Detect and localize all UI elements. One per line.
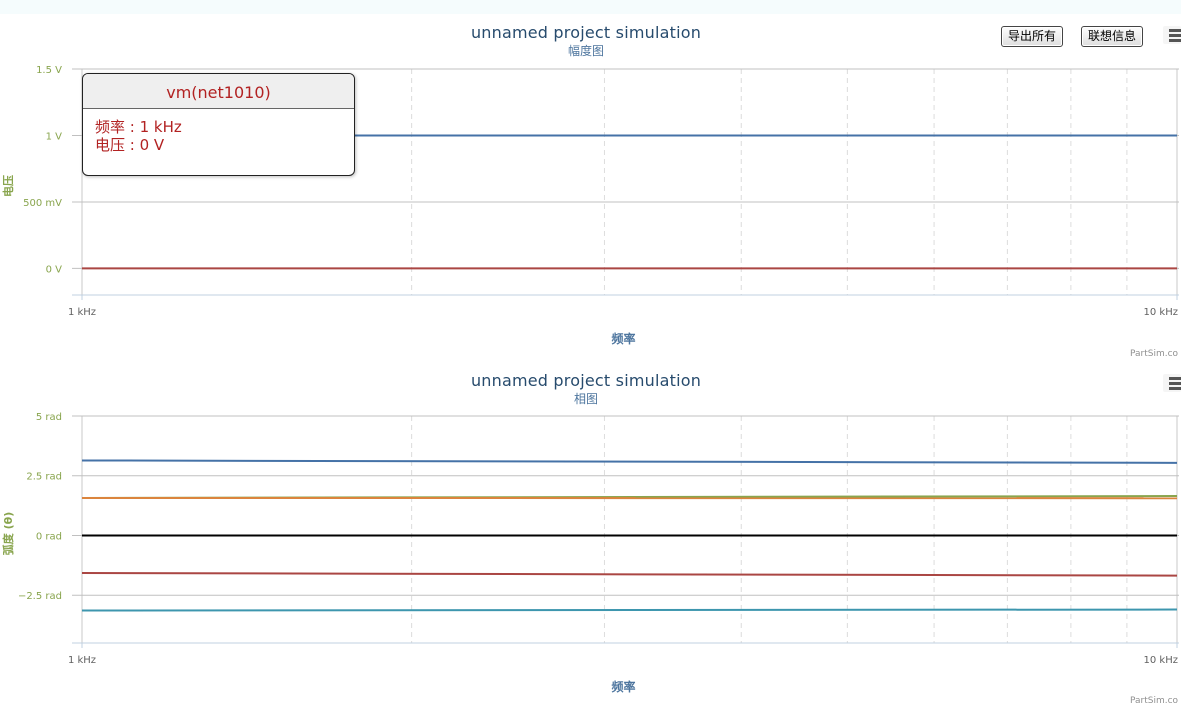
credits-link[interactable]: PartSim.co	[1130, 349, 1178, 359]
y-tick-label: −2.5 rad	[18, 591, 62, 602]
y-tick-label: 2.5 rad	[26, 472, 62, 483]
tooltip-volt-label: 电压	[95, 136, 125, 154]
tooltip-volt-value: 0 V	[140, 136, 165, 154]
x-tick-label: 1 kHz	[68, 307, 96, 318]
tooltip-freq-value: 1 kHz	[140, 118, 182, 136]
y-axis-title: 弧度 (θ)	[1, 512, 15, 555]
amplitude-chart-panel: unnamed project simulation 幅度图 导出所有 联想信息…	[0, 14, 1181, 362]
tooltip-freq-label: 频率	[95, 118, 125, 136]
y-tick-label: 500 mV	[23, 198, 62, 209]
series-line	[82, 610, 1177, 611]
y-tick-label: 5 rad	[36, 412, 62, 423]
y-tick-label: 1 V	[46, 131, 63, 142]
series-line	[82, 573, 1177, 576]
y-axis-title: 电压	[1, 175, 15, 197]
x-tick-label: 10 kHz	[1144, 307, 1178, 318]
phase-chart-svg: −2.5 rad 0 rad 2.5 rad 5 rad 1 kHz 10 kHz 频率 弧度…	[0, 362, 1181, 701]
y-tick-label: 1.5 V	[36, 65, 62, 76]
x-axis-title: 频率	[611, 331, 635, 346]
series-line	[82, 460, 1177, 462]
tooltip-series-name: vm(net1010)	[83, 74, 354, 109]
tooltip: vm(net1010) 频率 : 1 kHz 电压 : 0 V	[82, 73, 355, 176]
x-axis-title: 频率	[611, 679, 635, 694]
x-tick-label: 10 kHz	[1144, 655, 1178, 666]
x-tick-label: 1 kHz	[68, 655, 96, 666]
y-tick-label: 0 rad	[36, 531, 62, 542]
top-band	[0, 0, 1181, 14]
credits-link[interactable]: PartSim.co	[1130, 696, 1178, 706]
y-tick-label: 0 V	[46, 264, 63, 275]
